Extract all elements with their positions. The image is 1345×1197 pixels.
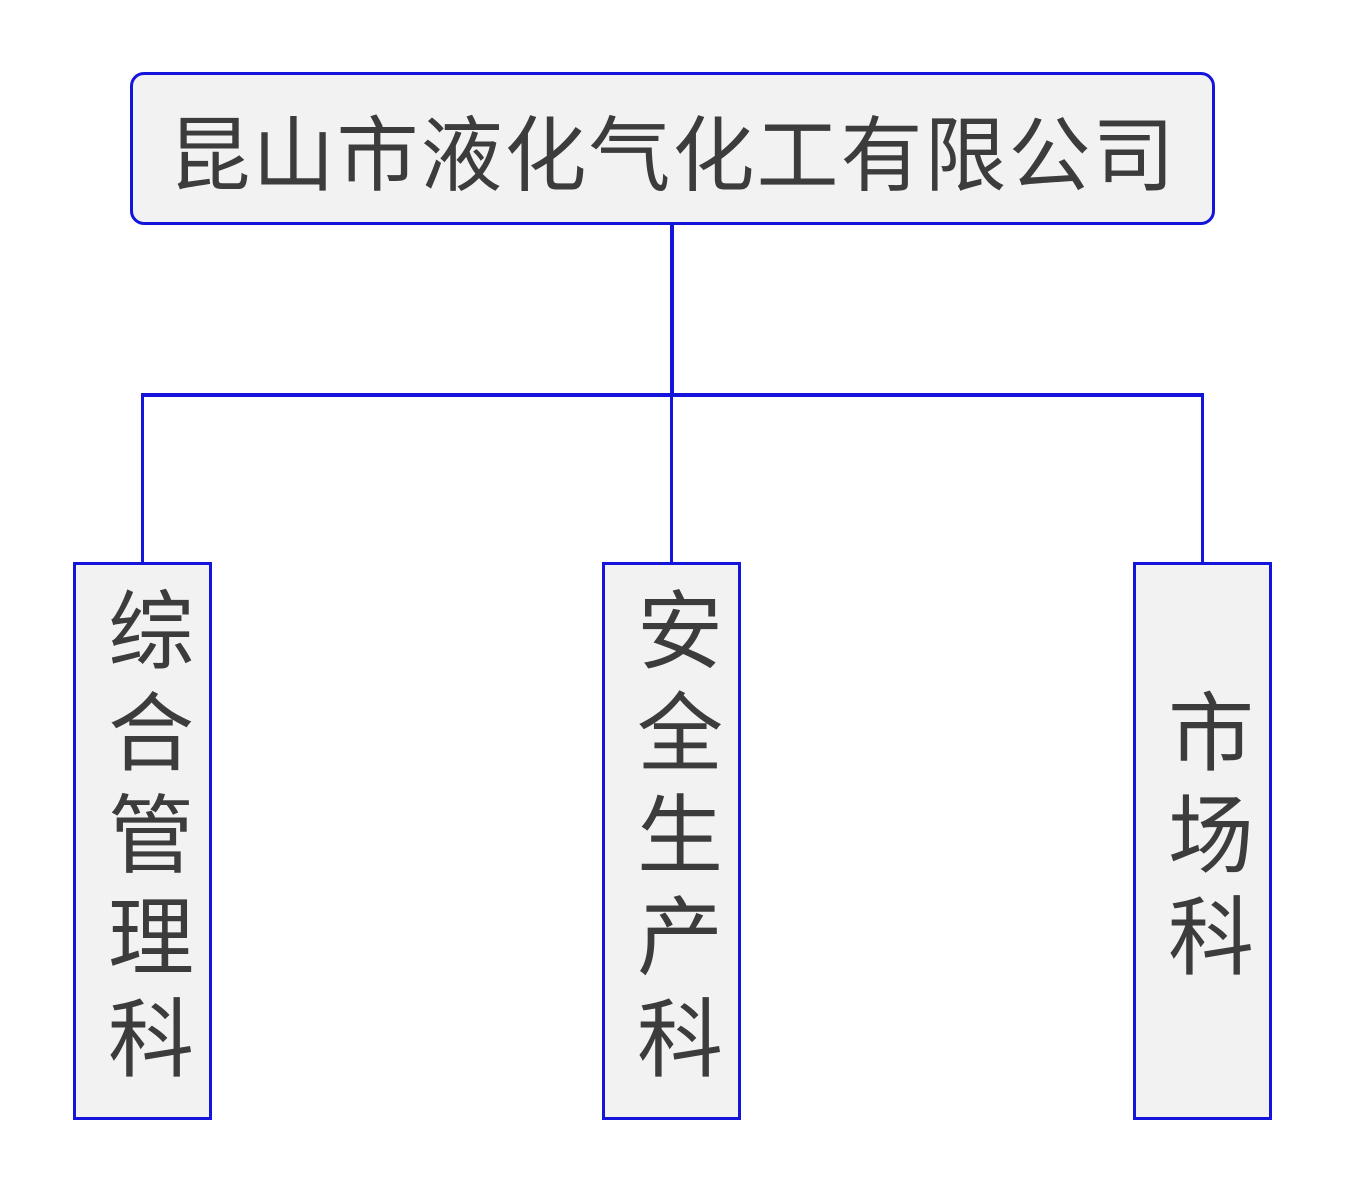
org-node-market-dept: 市场科 (1133, 562, 1272, 1120)
org-node-company-root: 昆山市液化气化工有限公司 (130, 72, 1215, 225)
org-node-label: 综合管理科 (94, 586, 191, 1096)
org-node-label: 市场科 (1154, 688, 1251, 994)
org-node-label: 昆山市液化气化工有限公司 (168, 111, 1177, 202)
connector-middle-drop (670, 395, 673, 562)
org-node-safety-production-dept: 安全生产科 (602, 562, 741, 1120)
connector-left-drop (141, 395, 144, 562)
connector-root-vertical (670, 225, 674, 395)
org-node-label: 安全生产科 (623, 586, 720, 1096)
org-node-general-management-dept: 综合管理科 (73, 562, 212, 1120)
connector-right-drop (1201, 395, 1204, 562)
